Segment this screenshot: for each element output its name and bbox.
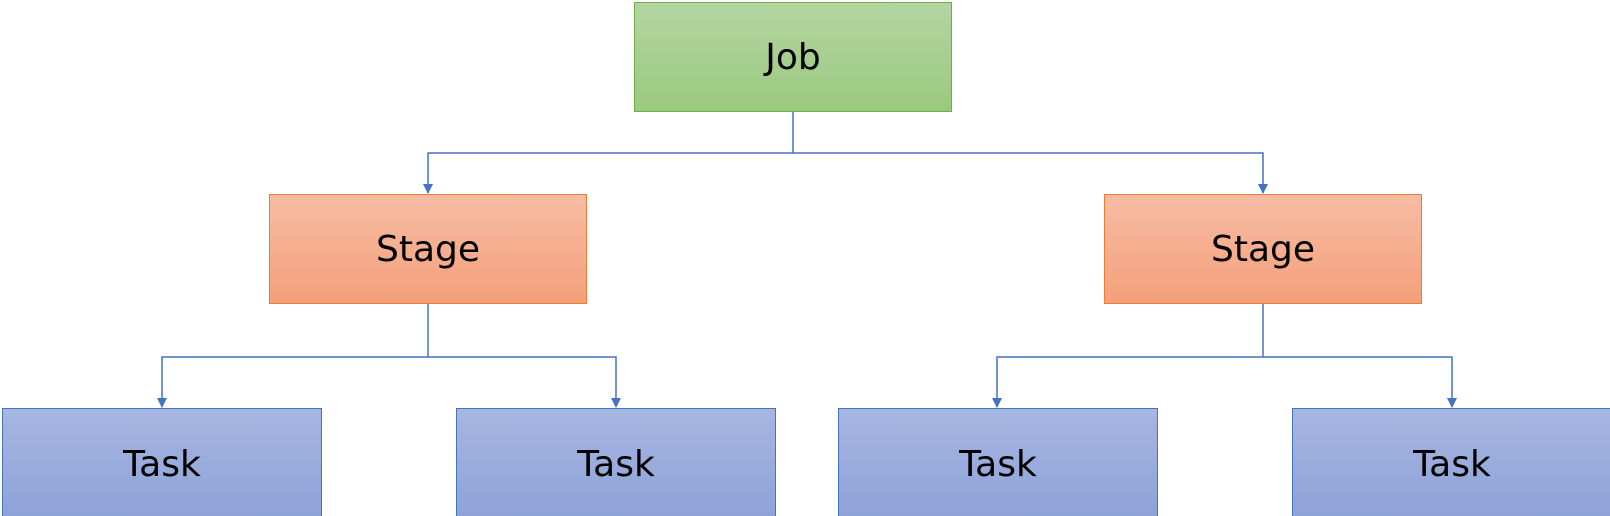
connector-job-to-stage-left [423,152,793,194]
task-node-3: Task [838,408,1158,516]
task-label: Task [959,443,1037,485]
task-node-4: Task [1292,408,1610,516]
task-label: Task [123,443,201,485]
stage-label: Stage [1210,228,1316,270]
task-node-1: Task [2,408,322,516]
stage-node-left: Stage [269,194,587,304]
connector-stage-right-to-task-4 [1263,356,1457,408]
job-node: Job [634,2,952,112]
task-label: Task [577,443,655,485]
connector-stage-left-to-task-2 [428,356,621,408]
connector-job-to-stage-right [793,152,1268,194]
task-label: Task [1413,443,1491,485]
stage-label: Stage [375,228,481,270]
connector-stage-left-to-task-1 [157,356,428,408]
stage-node-right: Stage [1104,194,1422,304]
job-label: Job [765,36,821,78]
task-node-2: Task [456,408,776,516]
connector-stage-right-to-task-3 [992,356,1263,408]
